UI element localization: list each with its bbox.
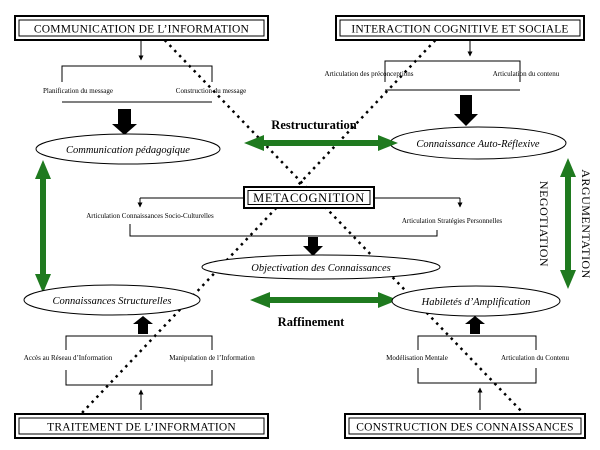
label-construction-message: Construction du message	[176, 87, 246, 95]
metacognition-branches	[137, 197, 463, 208]
box-title: CONSTRUCTION DES CONNAISSANCES	[356, 422, 574, 434]
ellipse-objectivation: Objectivation des Connaissances	[201, 254, 441, 280]
label-contenu-bottom: Articulation du Contenu	[501, 354, 570, 362]
bracket-top-right	[384, 40, 521, 82]
box-title: INTERACTION COGNITIVE ET SOCIALE	[351, 24, 568, 36]
ellipse-label: Connaissance Auto-Réflexive	[416, 139, 539, 150]
diagonal-line-right	[79, 29, 446, 416]
box-communication-information: COMMUNICATION DE L’INFORMATION	[14, 15, 269, 41]
label-contenu-top: Articulation du contenu	[493, 70, 560, 78]
label-argumentation: ARGUMENTATION	[579, 169, 593, 279]
bracket-line	[65, 335, 213, 350]
diagonal-line-left	[154, 29, 526, 416]
down-arrow-icon	[303, 237, 323, 256]
label-preconceptions: Articulation des préconceptions	[324, 70, 413, 78]
up-arrow-icon	[465, 316, 485, 334]
label-socio-culturelles: Articulation Connaissances Socio-Culture…	[86, 212, 214, 220]
box-title: TRAITEMENT DE L’INFORMATION	[47, 422, 236, 434]
label-restructuration: Restructuration	[271, 118, 356, 132]
ellipse-connaissances-structurelles: Connaissances Structurelles	[23, 284, 201, 316]
label-manipulation: Manipulation de l’Information	[169, 354, 255, 362]
label-modelisation: Modélisation Mentale	[386, 354, 448, 362]
label-raffinement: Raffinement	[278, 315, 345, 329]
box-title: COMMUNICATION DE L’INFORMATION	[34, 24, 250, 36]
label-reseau: Accès au Réseau d’Information	[24, 354, 113, 362]
down-arrow-icon	[112, 109, 137, 135]
box-metacognition: METACOGNITION	[243, 186, 375, 209]
up-arrow-icon	[133, 316, 153, 334]
bracket-line	[129, 224, 438, 237]
label-strategies: Articulation Stratégies Personnelles	[402, 217, 503, 225]
bracket-bottom-right	[417, 368, 537, 410]
raffinement-double-arrow	[250, 292, 398, 308]
label-negotiation: NEGOTIATION	[537, 181, 551, 267]
down-arrow-icon	[454, 95, 478, 126]
box-title: METACOGNITION	[253, 191, 365, 205]
ellipse-connaissance-auto-reflexive: Connaissance Auto-Réflexive	[389, 126, 567, 160]
ellipse-communication-pedagogique: Communication pédagogique	[35, 133, 221, 165]
ellipse-label: Objectivation des Connaissances	[251, 263, 390, 274]
bracket-top-left	[61, 40, 213, 82]
dotted-diagonals	[79, 29, 526, 416]
ellipse-label: Communication pédagogique	[66, 145, 190, 156]
bracket-line	[417, 335, 537, 350]
box-interaction-cognitive-sociale: INTERACTION COGNITIVE ET SOCIALE	[335, 15, 585, 41]
box-traitement-information: TRAITEMENT DE L’INFORMATION	[14, 413, 269, 439]
bracket-bottom-left	[65, 370, 213, 410]
label-planification: Planification du message	[43, 87, 113, 95]
box-construction-connaissances: CONSTRUCTION DES CONNAISSANCES	[344, 413, 586, 439]
right-vertical-double-arrow	[560, 158, 576, 289]
ellipse-label: Connaissances Structurelles	[53, 296, 172, 307]
restructuration-double-arrow	[244, 135, 398, 151]
ellipse-label: Habiletés d’Amplification	[421, 297, 531, 308]
left-vertical-double-arrow	[35, 160, 51, 293]
ellipse-habiletes-amplification: Habiletés d’Amplification	[391, 285, 561, 317]
